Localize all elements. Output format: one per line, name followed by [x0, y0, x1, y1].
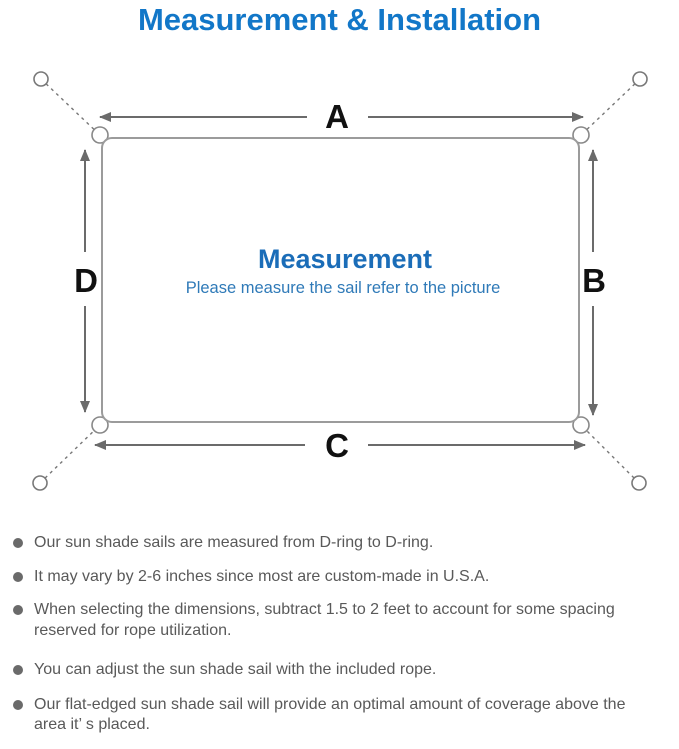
dimension-letters: A B C D — [74, 98, 606, 464]
shade-sail-outline — [101, 137, 580, 423]
bullet-icon — [13, 665, 23, 675]
bullet-icon — [13, 605, 23, 615]
note-text: When selecting the dimensions, subtract … — [34, 601, 615, 639]
measurement-diagram: A B C D Measurement Please measure the s… — [32, 71, 648, 491]
notes-list: Our sun shade sails are measured from D-… — [13, 533, 668, 749]
d-ring-top-right — [572, 126, 590, 144]
label-c: C — [325, 427, 349, 464]
anchor-points — [32, 71, 648, 491]
note-item: It may vary by 2-6 inches since most are… — [13, 567, 668, 588]
d-ring-top-left — [91, 126, 109, 144]
label-a: A — [325, 98, 349, 135]
note-item: Our sun shade sails are measured from D-… — [13, 533, 668, 554]
bullet-icon — [13, 571, 23, 582]
note-text: You can adjust the sun shade sail with t… — [34, 661, 437, 678]
label-b: B — [582, 262, 606, 299]
note-text: Our sun shade sails are measured from D-… — [34, 534, 434, 551]
anchor-bottom-left — [32, 475, 48, 491]
rope-bottom-right — [578, 422, 640, 484]
anchor-top-right — [632, 71, 648, 87]
center-subtitle: Please measure the sail refer to the pic… — [186, 279, 501, 297]
rope-top-right — [578, 78, 641, 138]
corner-rope-lines — [39, 78, 641, 484]
note-item: When selecting the dimensions, subtract … — [13, 600, 668, 641]
d-ring-bottom-right — [572, 416, 590, 434]
dimension-arrows — [80, 112, 598, 450]
note-item: You can adjust the sun shade sail with t… — [13, 660, 668, 681]
center-heading: Measurement — [258, 244, 432, 274]
anchor-bottom-right — [631, 475, 647, 491]
note-item: Our flat-edged sun shade sail will provi… — [13, 695, 668, 736]
d-ring-bottom-left — [91, 416, 109, 434]
note-text: Our flat-edged sun shade sail will provi… — [34, 695, 626, 734]
rope-bottom-left — [39, 422, 103, 484]
label-d: D — [74, 262, 98, 299]
bullet-icon — [13, 699, 23, 710]
rope-top-left — [40, 78, 103, 138]
note-text: It may vary by 2-6 inches since most are… — [34, 567, 490, 585]
anchor-top-left — [33, 71, 49, 87]
page-title: Measurement & Installation — [137, 2, 542, 37]
d-rings — [91, 126, 590, 434]
bullet-icon — [13, 538, 23, 548]
